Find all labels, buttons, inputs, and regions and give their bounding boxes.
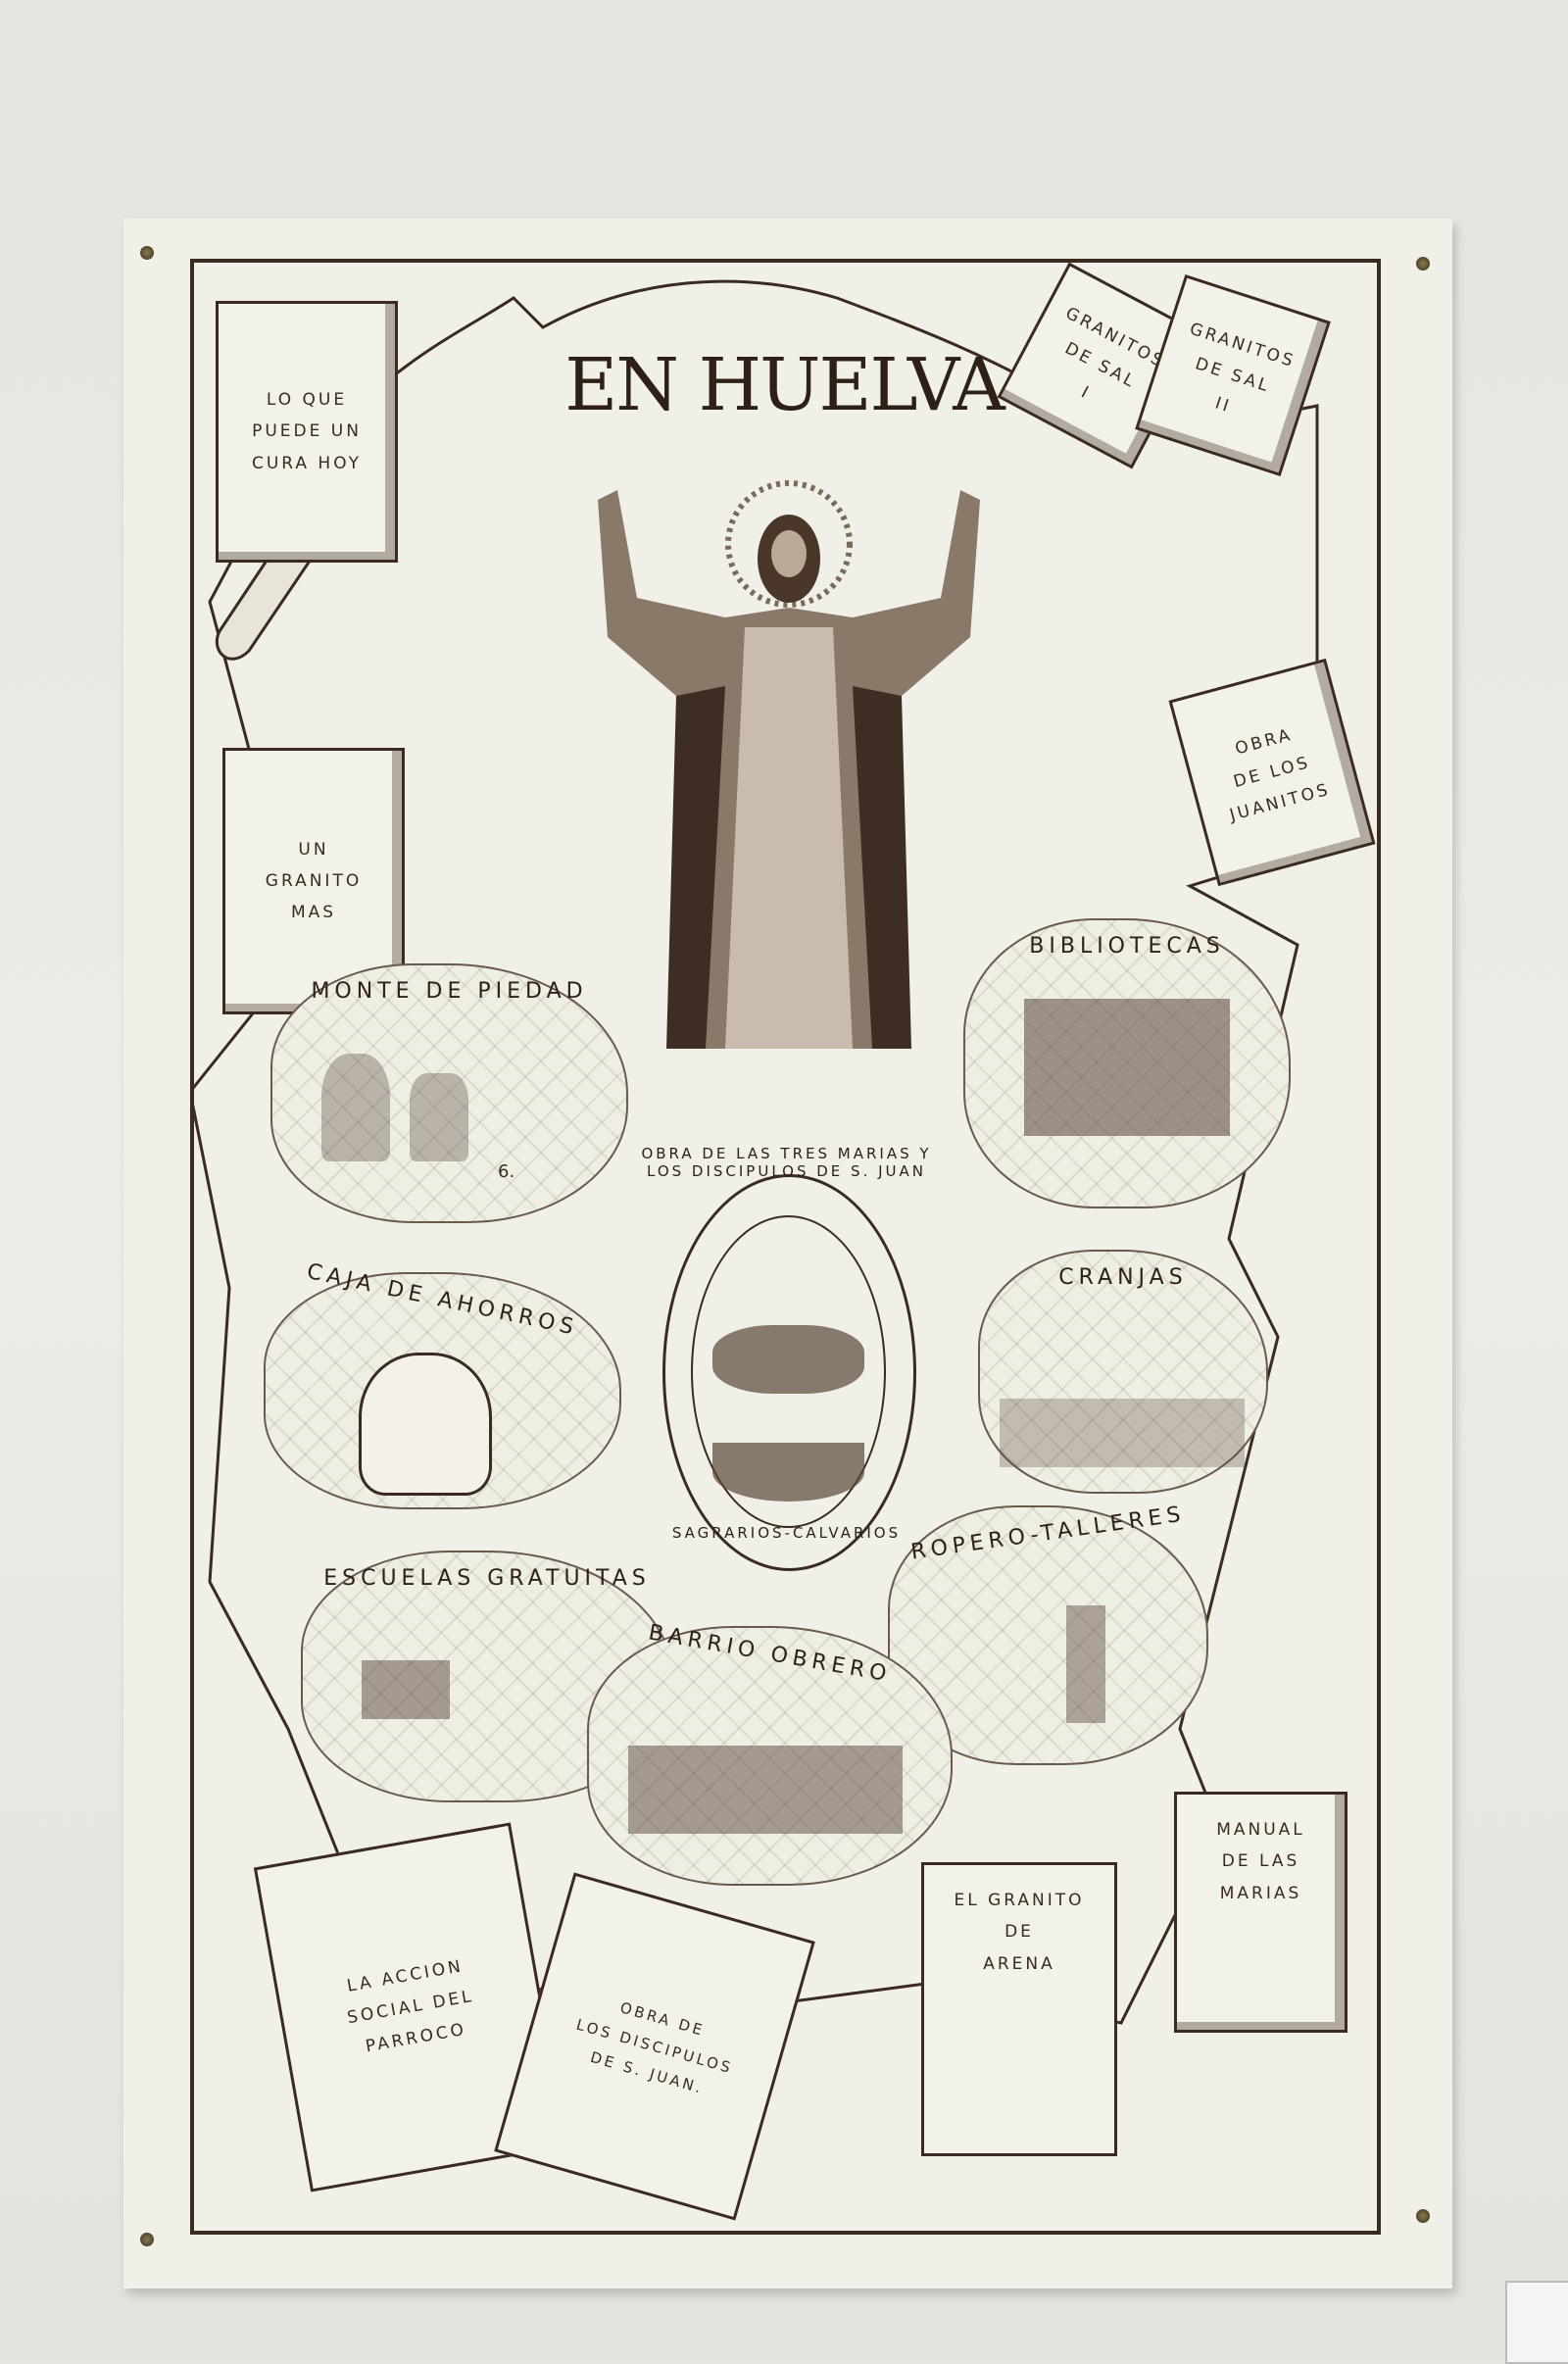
pawn-ticket-label: 6. [498,1161,515,1182]
vignette-granjas: CRANJAS [978,1250,1268,1494]
vignette-caja-de-ahorros: CAJA DE AHORROS [264,1259,621,1509]
screw-icon [1416,2209,1430,2223]
vignette-label: CRANJAS [1058,1265,1188,1290]
poster-title: EN HUELVA [564,343,1004,427]
vignette-ropero-talleres: ROPERO-TALLERES [888,1502,1208,1765]
vignette-bibliotecas: BIBLIOTECAS [963,918,1291,1208]
book-manual-de-las-marias: MANUAL DE LAS MARIAS [1174,1792,1348,2033]
emblem-bottom-text: SAGRARIOS-CALVARIOS [671,1524,902,1542]
vignette-label: MONTE DE PIEDAD [311,979,588,1004]
vignette-label: ESCUELAS GRATUITAS [323,1566,651,1591]
book-lo-que-puede-un-cura-hoy: LO QUE PUEDE UN CURA HOY [216,301,398,563]
poster-frame [190,259,1381,2235]
sacred-heart-statue-image [598,480,980,1049]
wall-light-switch [1505,2281,1568,2364]
book-el-granito-de-arena: EL GRANITO DE ARENA [921,1862,1117,2156]
screw-icon [1416,257,1430,271]
vignette-barrio-obrero: BARRIO OBRERO [587,1620,953,1886]
emblem-medallion [662,1174,916,1571]
emblem-center-monstrance [691,1215,886,1528]
vignette-label: BIBLIOTECAS [1029,934,1225,959]
screw-icon [140,246,154,260]
emblem-ring-text: OBRA DE LAS TRES MARIAS Y LOS DISCIPULOS… [641,1145,932,1180]
screw-icon [140,2233,154,2246]
vignette-monte-de-piedad: MONTE DE PIEDAD 6. [270,963,628,1223]
